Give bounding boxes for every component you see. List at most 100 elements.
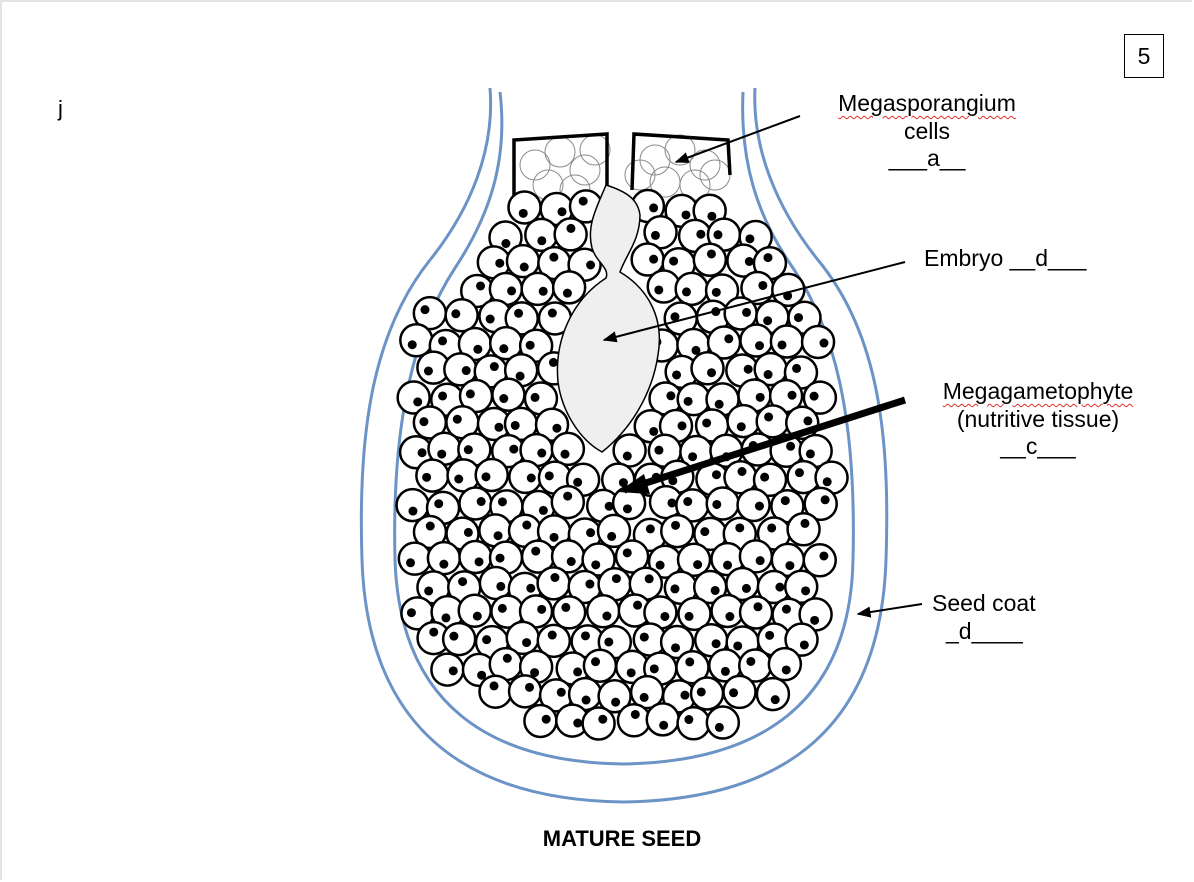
cell-wall <box>786 512 821 547</box>
nutritive-cell <box>694 408 730 443</box>
nutritive-cell <box>689 676 725 711</box>
cell-wall <box>551 270 587 305</box>
seed-coat-inner-outline <box>393 91 855 766</box>
cell-nucleus <box>786 441 796 451</box>
cell-nucleus <box>413 397 423 407</box>
cell-nucleus <box>781 665 791 675</box>
page-number: 5 <box>1124 34 1164 78</box>
nutritive-cell <box>551 595 587 630</box>
nutritive-cell <box>441 621 477 657</box>
cell-wall <box>550 431 586 467</box>
cell-wall <box>803 486 838 522</box>
cell-nucleus <box>452 414 462 424</box>
cell-nucleus <box>742 307 752 317</box>
cell-nucleus <box>580 631 590 641</box>
cell-wall <box>426 540 462 576</box>
cell-wall <box>802 380 838 415</box>
nutritive-cell <box>800 324 836 360</box>
cell-nucleus <box>688 452 698 462</box>
cell-wall <box>784 622 819 657</box>
nutritive-cell <box>736 487 771 523</box>
cell-nucleus <box>707 368 717 378</box>
cell-nucleus <box>781 604 791 614</box>
cell-nucleus <box>763 253 773 263</box>
cell-nucleus <box>463 445 473 455</box>
cell-wall <box>508 459 543 495</box>
cell-nucleus <box>702 418 712 428</box>
cell-nucleus <box>515 371 525 381</box>
cell-wall <box>800 324 836 360</box>
cell-nucleus <box>794 468 804 478</box>
cell-nucleus <box>530 668 540 678</box>
cell-nucleus <box>671 643 681 653</box>
nutritive-cell <box>553 217 588 252</box>
cell-nucleus <box>581 695 591 705</box>
cell-nucleus <box>591 560 601 570</box>
nutritive-cell <box>643 595 678 630</box>
cell-nucleus <box>758 280 768 290</box>
cell-nucleus <box>538 286 548 296</box>
cell-wall <box>582 648 618 683</box>
nutritive-cell <box>803 486 838 522</box>
nutritive-cell <box>722 674 757 710</box>
cell-nucleus <box>566 223 576 233</box>
nutritive-cell <box>396 380 431 415</box>
cell-nucleus <box>591 657 601 667</box>
nutritive-cell <box>478 674 513 709</box>
cell-nucleus <box>448 666 458 676</box>
cell-nucleus <box>770 695 780 705</box>
cell-nucleus <box>706 249 716 259</box>
cell-nucleus <box>419 417 429 427</box>
label-megagametophyte-answer: __c___ <box>1000 433 1076 460</box>
cell-nucleus <box>684 715 694 725</box>
nutritive-cell <box>616 703 652 738</box>
nutritive-cell <box>397 541 433 576</box>
megasporangium-cell <box>544 136 576 168</box>
nutritive-cell <box>536 566 571 601</box>
cell-wall <box>457 593 492 628</box>
nutritive-cell <box>444 298 479 333</box>
cell-nucleus <box>649 426 659 436</box>
nutritive-cell <box>400 596 435 631</box>
megasporangium-cell <box>689 149 721 181</box>
nutritive-cell <box>752 462 788 498</box>
cell-nucleus <box>449 631 459 641</box>
cell-nucleus <box>417 448 427 458</box>
cell-nucleus <box>743 364 753 374</box>
cell-nucleus <box>645 524 655 534</box>
cell-wall <box>441 621 477 657</box>
nutritive-cell <box>458 486 493 521</box>
nutritive-cell <box>675 650 710 685</box>
cell-nucleus <box>741 583 751 593</box>
cell-nucleus <box>465 389 475 399</box>
cell-nucleus <box>607 531 617 541</box>
cell-nucleus <box>501 239 511 249</box>
megasporangium-bracket-left <box>512 132 609 195</box>
cell-wall <box>444 298 479 333</box>
cell-nucleus <box>562 288 572 298</box>
cell-wall <box>581 542 616 577</box>
nutritive-cell <box>756 516 792 551</box>
nutritive-cell <box>536 623 572 659</box>
nutritive-cell <box>508 459 543 495</box>
nutritive-cell <box>458 539 493 575</box>
cell-nucleus <box>561 602 571 612</box>
cell-nucleus <box>681 287 691 297</box>
cell-nucleus <box>472 611 482 621</box>
cell-nucleus <box>495 553 505 563</box>
cell-nucleus <box>649 664 659 674</box>
nutritive-cell <box>538 678 574 713</box>
nutritive-cell <box>710 541 745 577</box>
cell-nucleus <box>541 714 551 724</box>
cell-wall <box>474 457 509 493</box>
cell-nucleus <box>510 420 520 430</box>
cell-nucleus <box>691 345 701 355</box>
cell-nucleus <box>760 472 770 482</box>
cell-nucleus <box>499 394 509 404</box>
cell-wall <box>710 593 745 629</box>
cell-nucleus <box>611 574 621 584</box>
cell-nucleus <box>700 527 710 537</box>
cell-nucleus <box>622 504 632 514</box>
cell-wall <box>523 703 558 739</box>
